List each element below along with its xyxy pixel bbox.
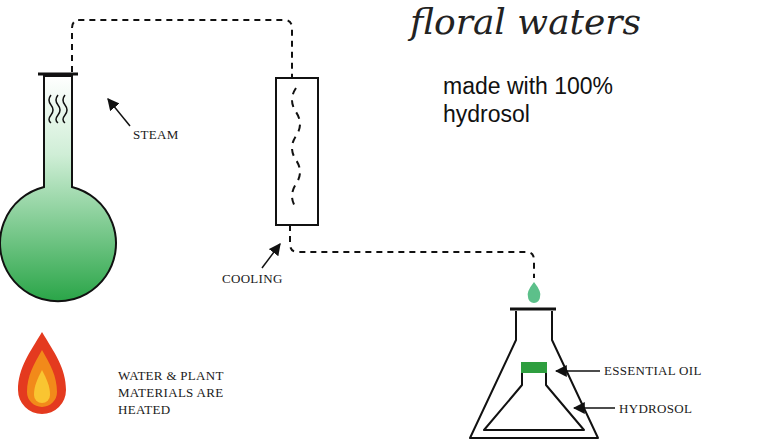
condenser [276, 78, 318, 225]
flame-icon [18, 332, 66, 414]
part-label: HYDROSOL [619, 400, 692, 417]
steam-squiggles [49, 95, 67, 123]
steam-pointer [108, 99, 130, 126]
boiling-flask [0, 74, 116, 301]
receiving-flask [470, 309, 598, 438]
hydrosol-pointer [574, 407, 615, 409]
subtitle: made with 100% hydrosol [443, 72, 633, 128]
oil-pointer [556, 370, 600, 372]
part-label: COOLING [222, 270, 283, 287]
vapor-path [72, 20, 292, 78]
part-label: ESSENTIAL OIL [604, 362, 702, 379]
droplet [528, 282, 541, 303]
note-label: WATER & PLANT MATERIALS ARE HEATED [118, 367, 268, 418]
condenser-coil [292, 88, 300, 208]
part-label: STEAM [133, 126, 179, 143]
cooling-pointer [262, 244, 280, 268]
distillate-path [290, 225, 534, 278]
script-title: floral waters [410, 2, 641, 42]
